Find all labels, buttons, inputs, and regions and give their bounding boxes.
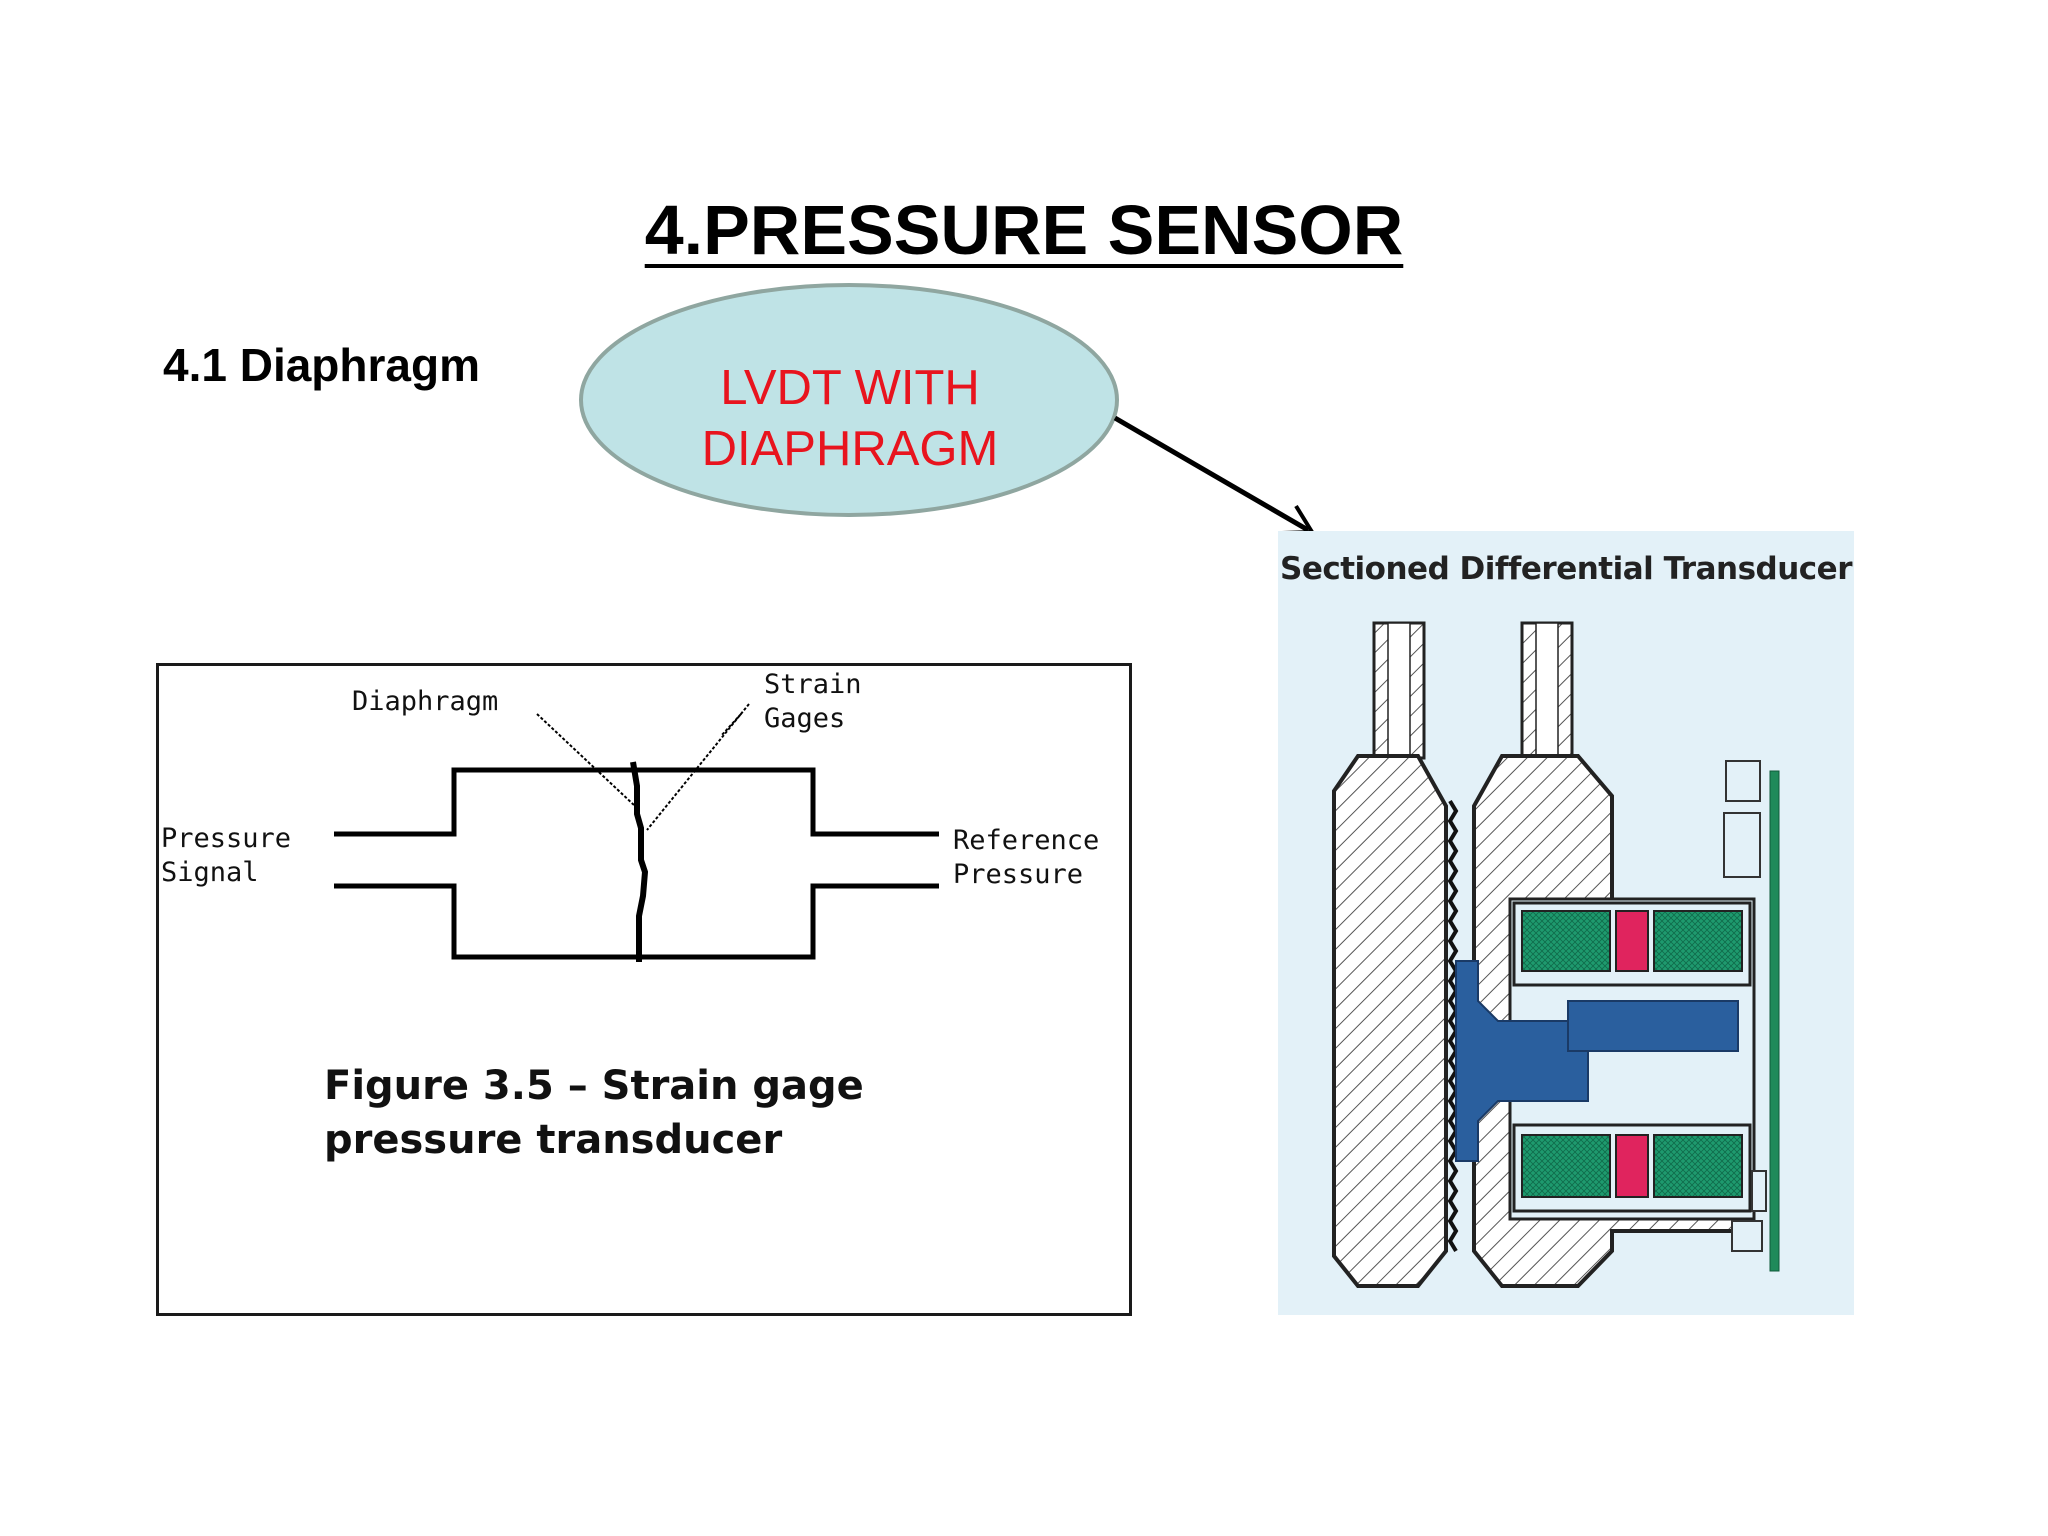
label-reference-pressure: Pressure (953, 859, 1084, 890)
label-gages: Gages (764, 703, 846, 734)
caption-line-1: Figure 3.5 – Strain gage (324, 1063, 864, 1109)
label-diaphragm: Diaphragm (352, 686, 499, 717)
chamber-outline-bottom (334, 883, 939, 960)
port-right-bore (1535, 622, 1559, 759)
lower-coil-left (1521, 1134, 1611, 1198)
callout-bubble (579, 283, 1119, 517)
lower-coil-center (1615, 1134, 1649, 1198)
callout-arrow (1113, 415, 1310, 533)
upper-coil-center (1615, 910, 1649, 972)
lvdt-cross-section (1332, 621, 1780, 1288)
upper-coil-right (1653, 910, 1743, 972)
upper-coil-left (1521, 910, 1611, 972)
lvdt-figure-title: Sectioned Differential Transducer (1280, 551, 1853, 587)
label-pressure: Pressure (161, 823, 292, 854)
callout-line-2: DIAPHRAGM (701, 422, 999, 476)
label-reference: Reference (953, 825, 1100, 856)
board-component-1 (1723, 812, 1761, 878)
housing-left (1332, 754, 1448, 1288)
board-component-2 (1751, 1170, 1767, 1212)
strain-gage-diagram (334, 703, 939, 962)
label-strain: Strain (764, 669, 862, 700)
diaphragm-line (630, 761, 649, 962)
diaphragm-leader (536, 713, 636, 807)
circuit-board (1769, 770, 1780, 1272)
board-component-3 (1731, 1220, 1763, 1252)
label-signal: Signal (161, 857, 259, 888)
gage-leader-1 (646, 703, 750, 831)
callout-line-1: LVDT WITH (720, 361, 980, 415)
board-connector (1725, 760, 1761, 802)
slide-title: 4.PRESSURE SENSOR (644, 191, 1404, 269)
section-heading: 4.1 Diaphragm (163, 339, 480, 391)
callout-text: LVDT WITH DIAPHRAGM (580, 358, 1120, 480)
figure-caption: Figure 3.5 – Strain gage pressure transd… (324, 1059, 864, 1167)
lvdt-core-rod (1567, 1000, 1739, 1052)
port-left-bore (1387, 622, 1411, 759)
lvdt-figure: Sectioned Differential Transducer (1278, 531, 1854, 1315)
lower-coil-right (1653, 1134, 1743, 1198)
caption-line-2: pressure transducer (324, 1117, 783, 1163)
lvdt-diaphragm (1447, 799, 1459, 1253)
strain-gage-figure: Diaphragm Strain Gages Pressure Signal R… (156, 663, 1132, 1316)
